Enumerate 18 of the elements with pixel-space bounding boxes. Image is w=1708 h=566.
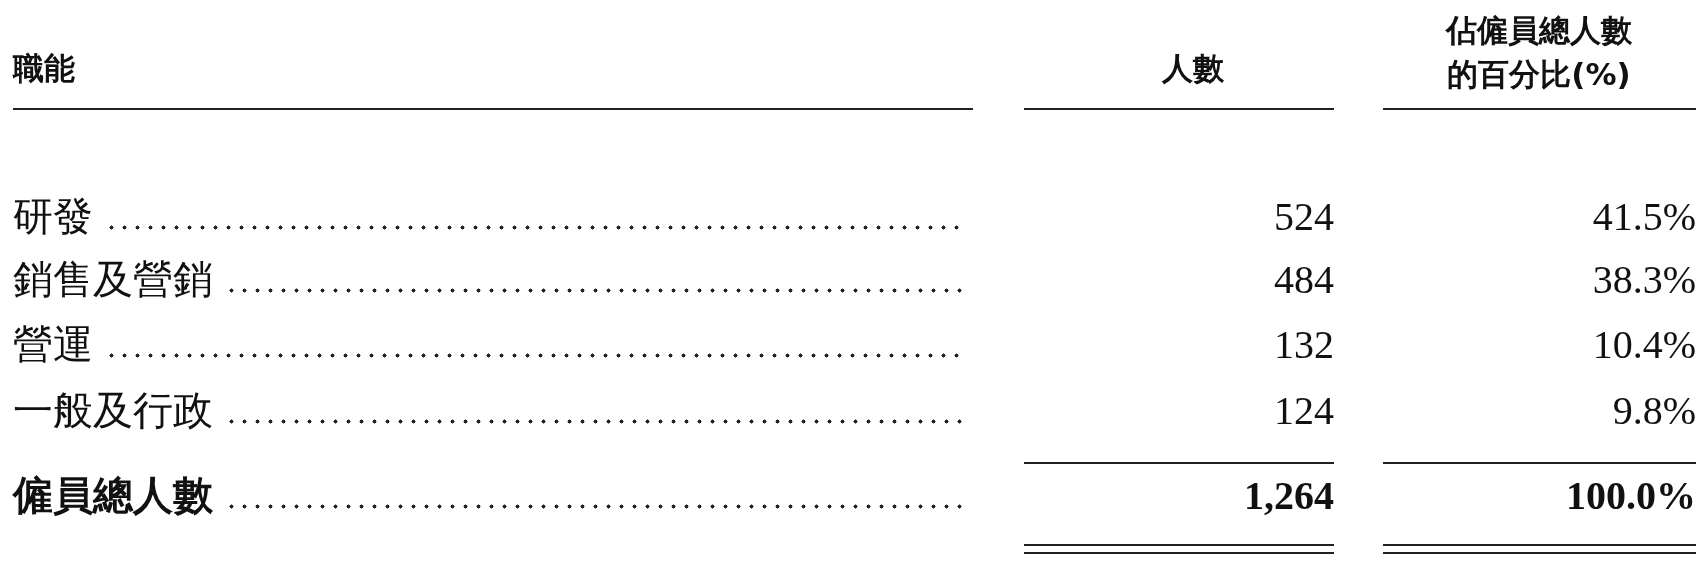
row-label: 銷售及營銷 [13, 259, 213, 300]
table-value: 38.3% [1592, 259, 1696, 300]
table-value: 10.4% [1592, 324, 1696, 365]
table-value: 132 [1274, 324, 1334, 365]
table-value: 41.5% [1592, 196, 1696, 237]
table-value: 484 [1274, 259, 1334, 300]
table-value: 524 [1274, 196, 1334, 237]
row-label: 營運 [13, 324, 93, 365]
column-header: 佔僱員總人數的百分比(%) [1444, 11, 1633, 94]
column-header: 人數 [1162, 52, 1224, 84]
table-value: 100.0% [1566, 475, 1696, 516]
table-value: 1,264 [1244, 475, 1334, 516]
row-label: 一般及行政 [13, 390, 213, 431]
column-header: 職能 [13, 52, 75, 84]
row-label: 研發 [13, 196, 93, 237]
table-value: 124 [1274, 390, 1334, 431]
row-label: 僱員總人數 [13, 475, 213, 516]
table-value: 9.8% [1612, 390, 1696, 431]
